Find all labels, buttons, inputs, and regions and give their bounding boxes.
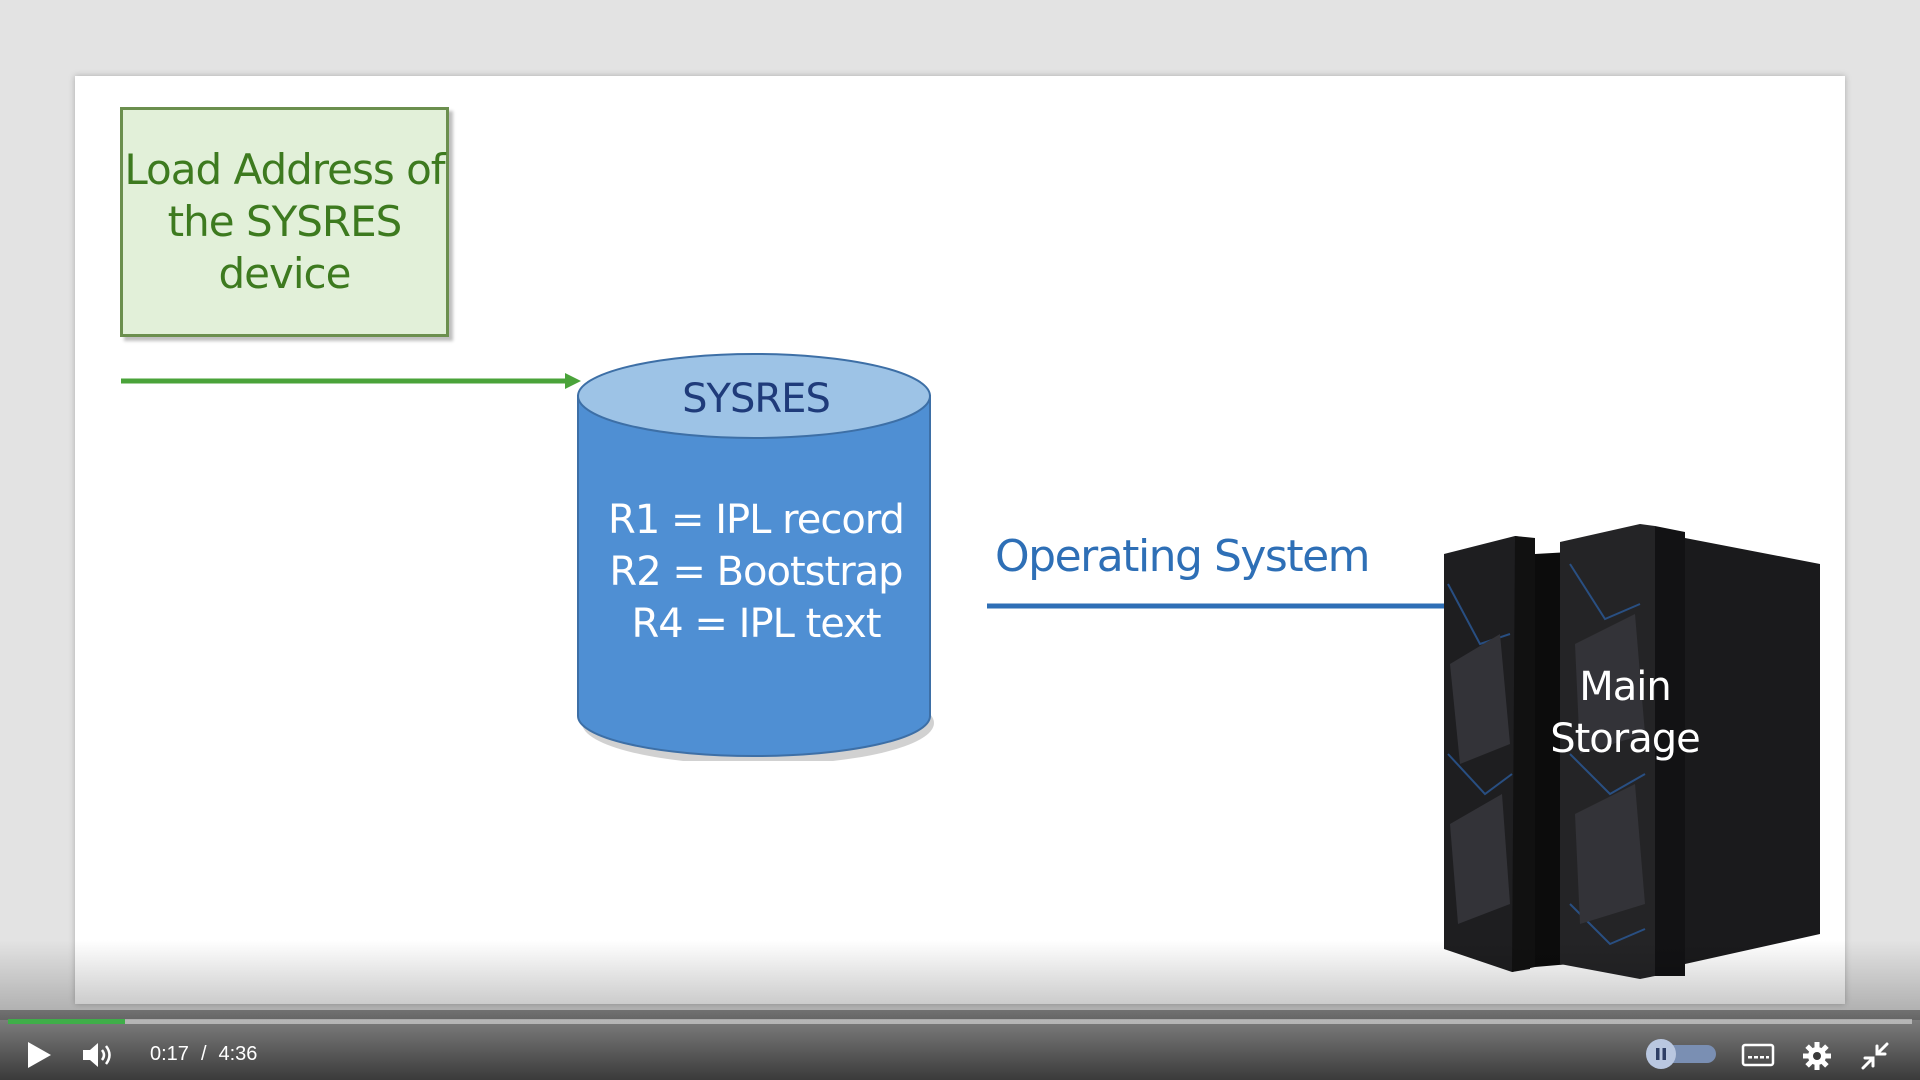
record-r4: R4 = IPL text xyxy=(631,601,881,647)
pause-toggle-icon xyxy=(1646,1039,1676,1069)
play-button[interactable] xyxy=(22,1038,56,1072)
main-storage-label: Main Storage xyxy=(1475,661,1775,765)
blue-arrow xyxy=(987,598,1476,614)
main-storage-line-2: Storage xyxy=(1550,716,1701,762)
record-r1: R1 = IPL record xyxy=(608,497,905,543)
sysres-title: SYSRES xyxy=(682,376,831,422)
slide-canvas: Load Address of the SYSRES device SYSRES… xyxy=(75,76,1845,1004)
load-address-text: Load Address of the SYSRES device xyxy=(124,144,445,300)
exit-fullscreen-button[interactable] xyxy=(1858,1039,1892,1073)
pause-toggle[interactable] xyxy=(1646,1039,1716,1069)
operating-system-label: Operating System xyxy=(995,531,1371,582)
captions-button[interactable] xyxy=(1740,1040,1776,1070)
load-address-line-3: device xyxy=(218,249,352,298)
duration: 4:36 xyxy=(218,1043,258,1065)
play-icon xyxy=(28,1042,51,1068)
control-bar xyxy=(0,1010,1920,1080)
main-storage-line-1: Main xyxy=(1579,664,1672,710)
gear-icon xyxy=(1803,1042,1831,1070)
mainframe-server-image xyxy=(1444,524,1820,979)
current-time: 0:17 xyxy=(150,1043,189,1065)
progress-bar[interactable] xyxy=(8,1019,1912,1024)
time-separator: / xyxy=(200,1043,207,1065)
load-address-line-1: Load Address of xyxy=(124,145,445,194)
load-address-box: Load Address of the SYSRES device xyxy=(120,107,449,337)
load-address-line-2: the SYSRES xyxy=(167,197,403,246)
green-arrow xyxy=(121,373,581,389)
sysres-cylinder xyxy=(577,353,934,761)
settings-button[interactable] xyxy=(1800,1039,1834,1073)
sysres-records: R1 = IPL record R2 = Bootstrap R4 = IPL … xyxy=(575,494,937,650)
volume-icon xyxy=(83,1043,111,1067)
progress-bar-fill xyxy=(8,1019,126,1024)
volume-button[interactable] xyxy=(80,1038,116,1072)
record-r2: R2 = Bootstrap xyxy=(609,549,903,595)
controls-gradient xyxy=(0,940,1920,1020)
time-display: 0:17 / 4:36 xyxy=(150,1043,257,1065)
exit-fullscreen-icon xyxy=(1861,1042,1889,1070)
captions-icon xyxy=(1741,1043,1775,1067)
